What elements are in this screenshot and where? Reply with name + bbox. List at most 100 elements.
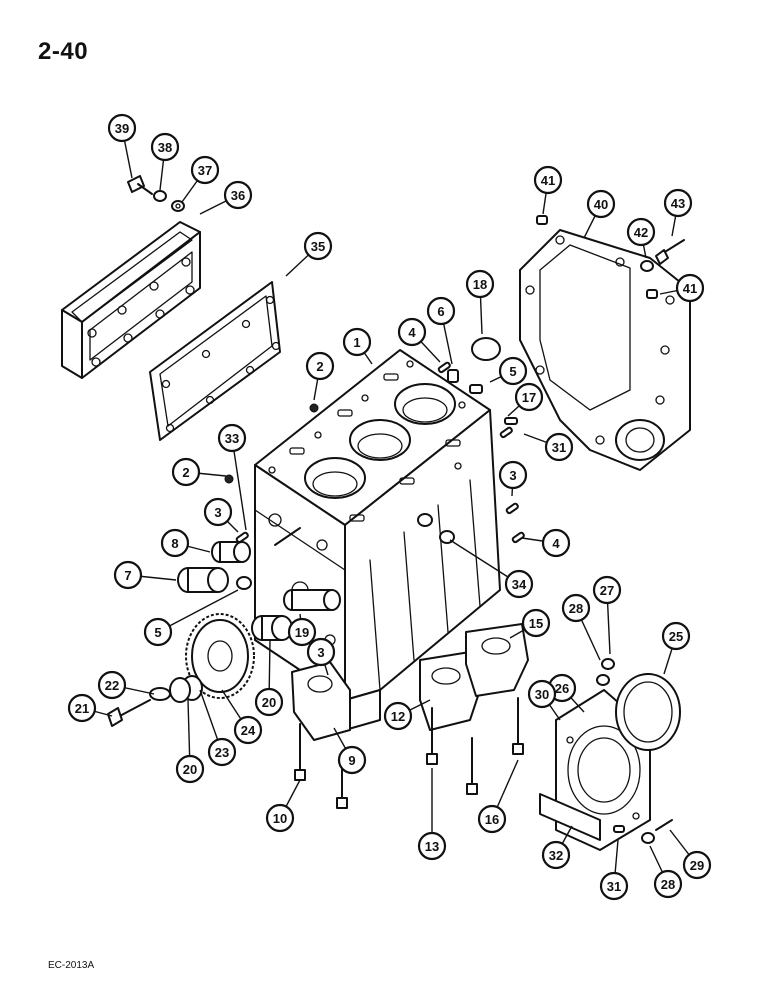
callout-circle — [383, 701, 413, 731]
page-number: 2-40 — [38, 38, 89, 65]
callout-number: 40 — [594, 197, 608, 212]
callout-circle — [217, 423, 247, 453]
callout-circle — [527, 679, 557, 709]
callout-36: 36 — [223, 180, 253, 210]
callout-number: 3 — [509, 468, 516, 483]
callout-37: 37 — [190, 155, 220, 185]
callout-38: 38 — [150, 132, 180, 162]
callout-circle — [305, 351, 335, 381]
callout-number: 42 — [634, 225, 648, 240]
callout-18: 18 — [465, 269, 495, 299]
callout-number: 7 — [124, 568, 131, 583]
callout-circle — [561, 593, 591, 623]
callout-number: 33 — [225, 431, 239, 446]
callout-number: 34 — [512, 577, 527, 592]
callout-number: 6 — [437, 304, 444, 319]
callout-circle — [337, 745, 367, 775]
idler-shaft — [251, 589, 341, 641]
callout-number: 41 — [683, 281, 697, 296]
callout-41: 41 — [533, 165, 563, 195]
callout-number: 3 — [214, 505, 221, 520]
callout-9: 9 — [337, 745, 367, 775]
callout-circle — [541, 840, 571, 870]
callout-circle — [661, 621, 691, 651]
callout-circle — [342, 327, 372, 357]
callout-number: 35 — [311, 239, 325, 254]
main-bearing-caps — [291, 623, 529, 741]
callout-number: 32 — [549, 848, 563, 863]
callout-number: 26 — [555, 681, 569, 696]
callout-circle — [541, 528, 571, 558]
callout-35: 35 — [303, 231, 333, 261]
callout-number: 31 — [552, 440, 566, 455]
callout-circle — [233, 715, 263, 745]
callout-number: 43 — [671, 196, 685, 211]
callout-number: 4 — [408, 325, 416, 340]
callout-17: 17 — [514, 382, 544, 412]
callout-circle — [175, 754, 205, 784]
callout-circle — [160, 528, 190, 558]
callout-5: 5 — [143, 617, 173, 647]
callout-number: 24 — [241, 723, 256, 738]
top-cover-plate — [61, 221, 201, 379]
callout-29: 29 — [682, 850, 712, 880]
callout-number: 20 — [262, 695, 276, 710]
callout-number: 28 — [661, 877, 675, 892]
callout-number: 36 — [231, 188, 245, 203]
callout-number: 10 — [273, 811, 287, 826]
callout-number: 15 — [529, 616, 543, 631]
callout-28: 28 — [653, 869, 683, 899]
callout-15: 15 — [521, 608, 551, 638]
callout-28: 28 — [561, 593, 591, 623]
callout-number: 17 — [522, 390, 536, 405]
callout-circle — [417, 831, 447, 861]
callout-39: 39 — [107, 113, 137, 143]
callout-number: 27 — [600, 583, 614, 598]
callout-2: 2 — [171, 457, 201, 487]
rear-plate-hardware — [536, 215, 685, 299]
callout-25: 25 — [661, 621, 691, 651]
callout-circle — [113, 560, 143, 590]
callout-13: 13 — [417, 831, 447, 861]
callout-number: 25 — [669, 629, 683, 644]
cover-screw-washers — [127, 175, 185, 212]
bearing-cap-bolts — [294, 697, 524, 809]
footer-code: EC-2013A — [48, 960, 95, 971]
callout-number: 29 — [690, 858, 704, 873]
callout-number: 2 — [182, 465, 189, 480]
rear-oil-seal — [615, 673, 681, 751]
callout-circle — [653, 869, 683, 899]
callout-number: 22 — [105, 678, 119, 693]
callout-circle — [207, 737, 237, 767]
callout-circle — [150, 132, 180, 162]
callout-circle — [203, 497, 233, 527]
callout-circle — [397, 317, 427, 347]
callout-32: 32 — [541, 840, 571, 870]
callout-circle — [67, 693, 97, 723]
callout-circle — [465, 269, 495, 299]
callout-33: 33 — [217, 423, 247, 453]
callout-23: 23 — [207, 737, 237, 767]
callout-number: 12 — [391, 709, 405, 724]
callout-42: 42 — [626, 217, 656, 247]
callout-number: 16 — [485, 812, 499, 827]
callout-8: 8 — [160, 528, 190, 558]
callout-circle — [498, 356, 528, 386]
callout-circle — [586, 189, 616, 219]
camshaft-bushings — [177, 541, 252, 593]
callout-number: 4 — [552, 536, 560, 551]
callout-6: 6 — [426, 296, 456, 326]
callout-27: 27 — [592, 575, 622, 605]
callout-circle — [107, 113, 137, 143]
callout-number: 39 — [115, 121, 129, 136]
callout-4: 4 — [397, 317, 427, 347]
callout-number: 21 — [75, 701, 89, 716]
callout-12: 12 — [383, 701, 413, 731]
callout-circle — [675, 273, 705, 303]
callout-circle — [521, 608, 551, 638]
callout-circle — [682, 850, 712, 880]
callout-10: 10 — [265, 803, 295, 833]
retainer-hardware — [596, 658, 673, 844]
callout-number: 1 — [353, 335, 360, 350]
